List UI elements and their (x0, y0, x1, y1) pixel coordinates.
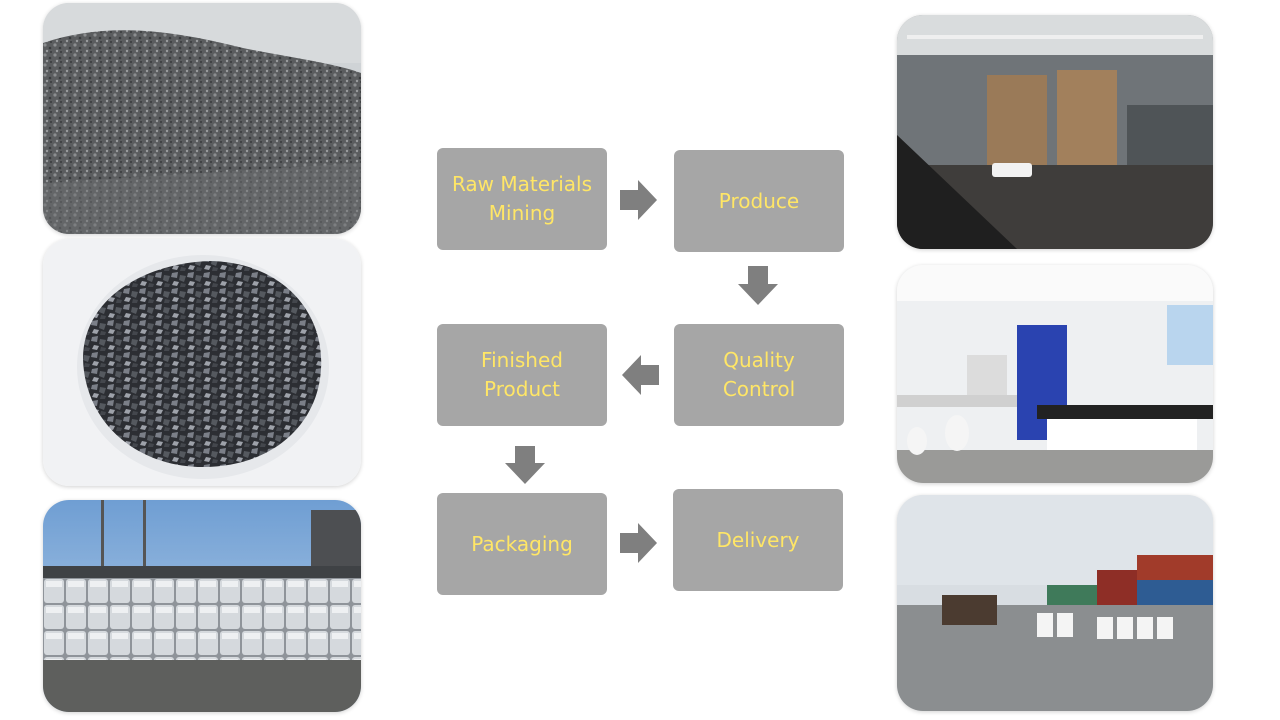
arrow-down-finished-to-packaging-icon (505, 446, 545, 484)
step-delivery: Delivery (673, 489, 843, 591)
bagged-product-yard-photo (43, 500, 361, 712)
coal-pile-photo (43, 3, 361, 234)
quality-lab-photo (897, 265, 1213, 483)
arrow-right-packaging-to-delivery-icon (620, 523, 657, 563)
arrow-down-produce-to-qc-icon (738, 266, 778, 305)
arrow-left-qc-to-finished-icon (622, 355, 659, 395)
step-produce: Produce (674, 150, 844, 252)
step-finished-product: Finished Product (437, 324, 607, 426)
arrow-right-raw-to-produce-icon (620, 180, 657, 220)
step-quality-control: Quality Control (674, 324, 844, 426)
coke-granules-photo (43, 239, 361, 486)
factory-warehouse-photo (897, 15, 1213, 249)
step-raw-materials-mining: Raw Materials Mining (437, 148, 607, 250)
step-packaging: Packaging (437, 493, 607, 595)
delivery-yard-photo (897, 495, 1213, 711)
